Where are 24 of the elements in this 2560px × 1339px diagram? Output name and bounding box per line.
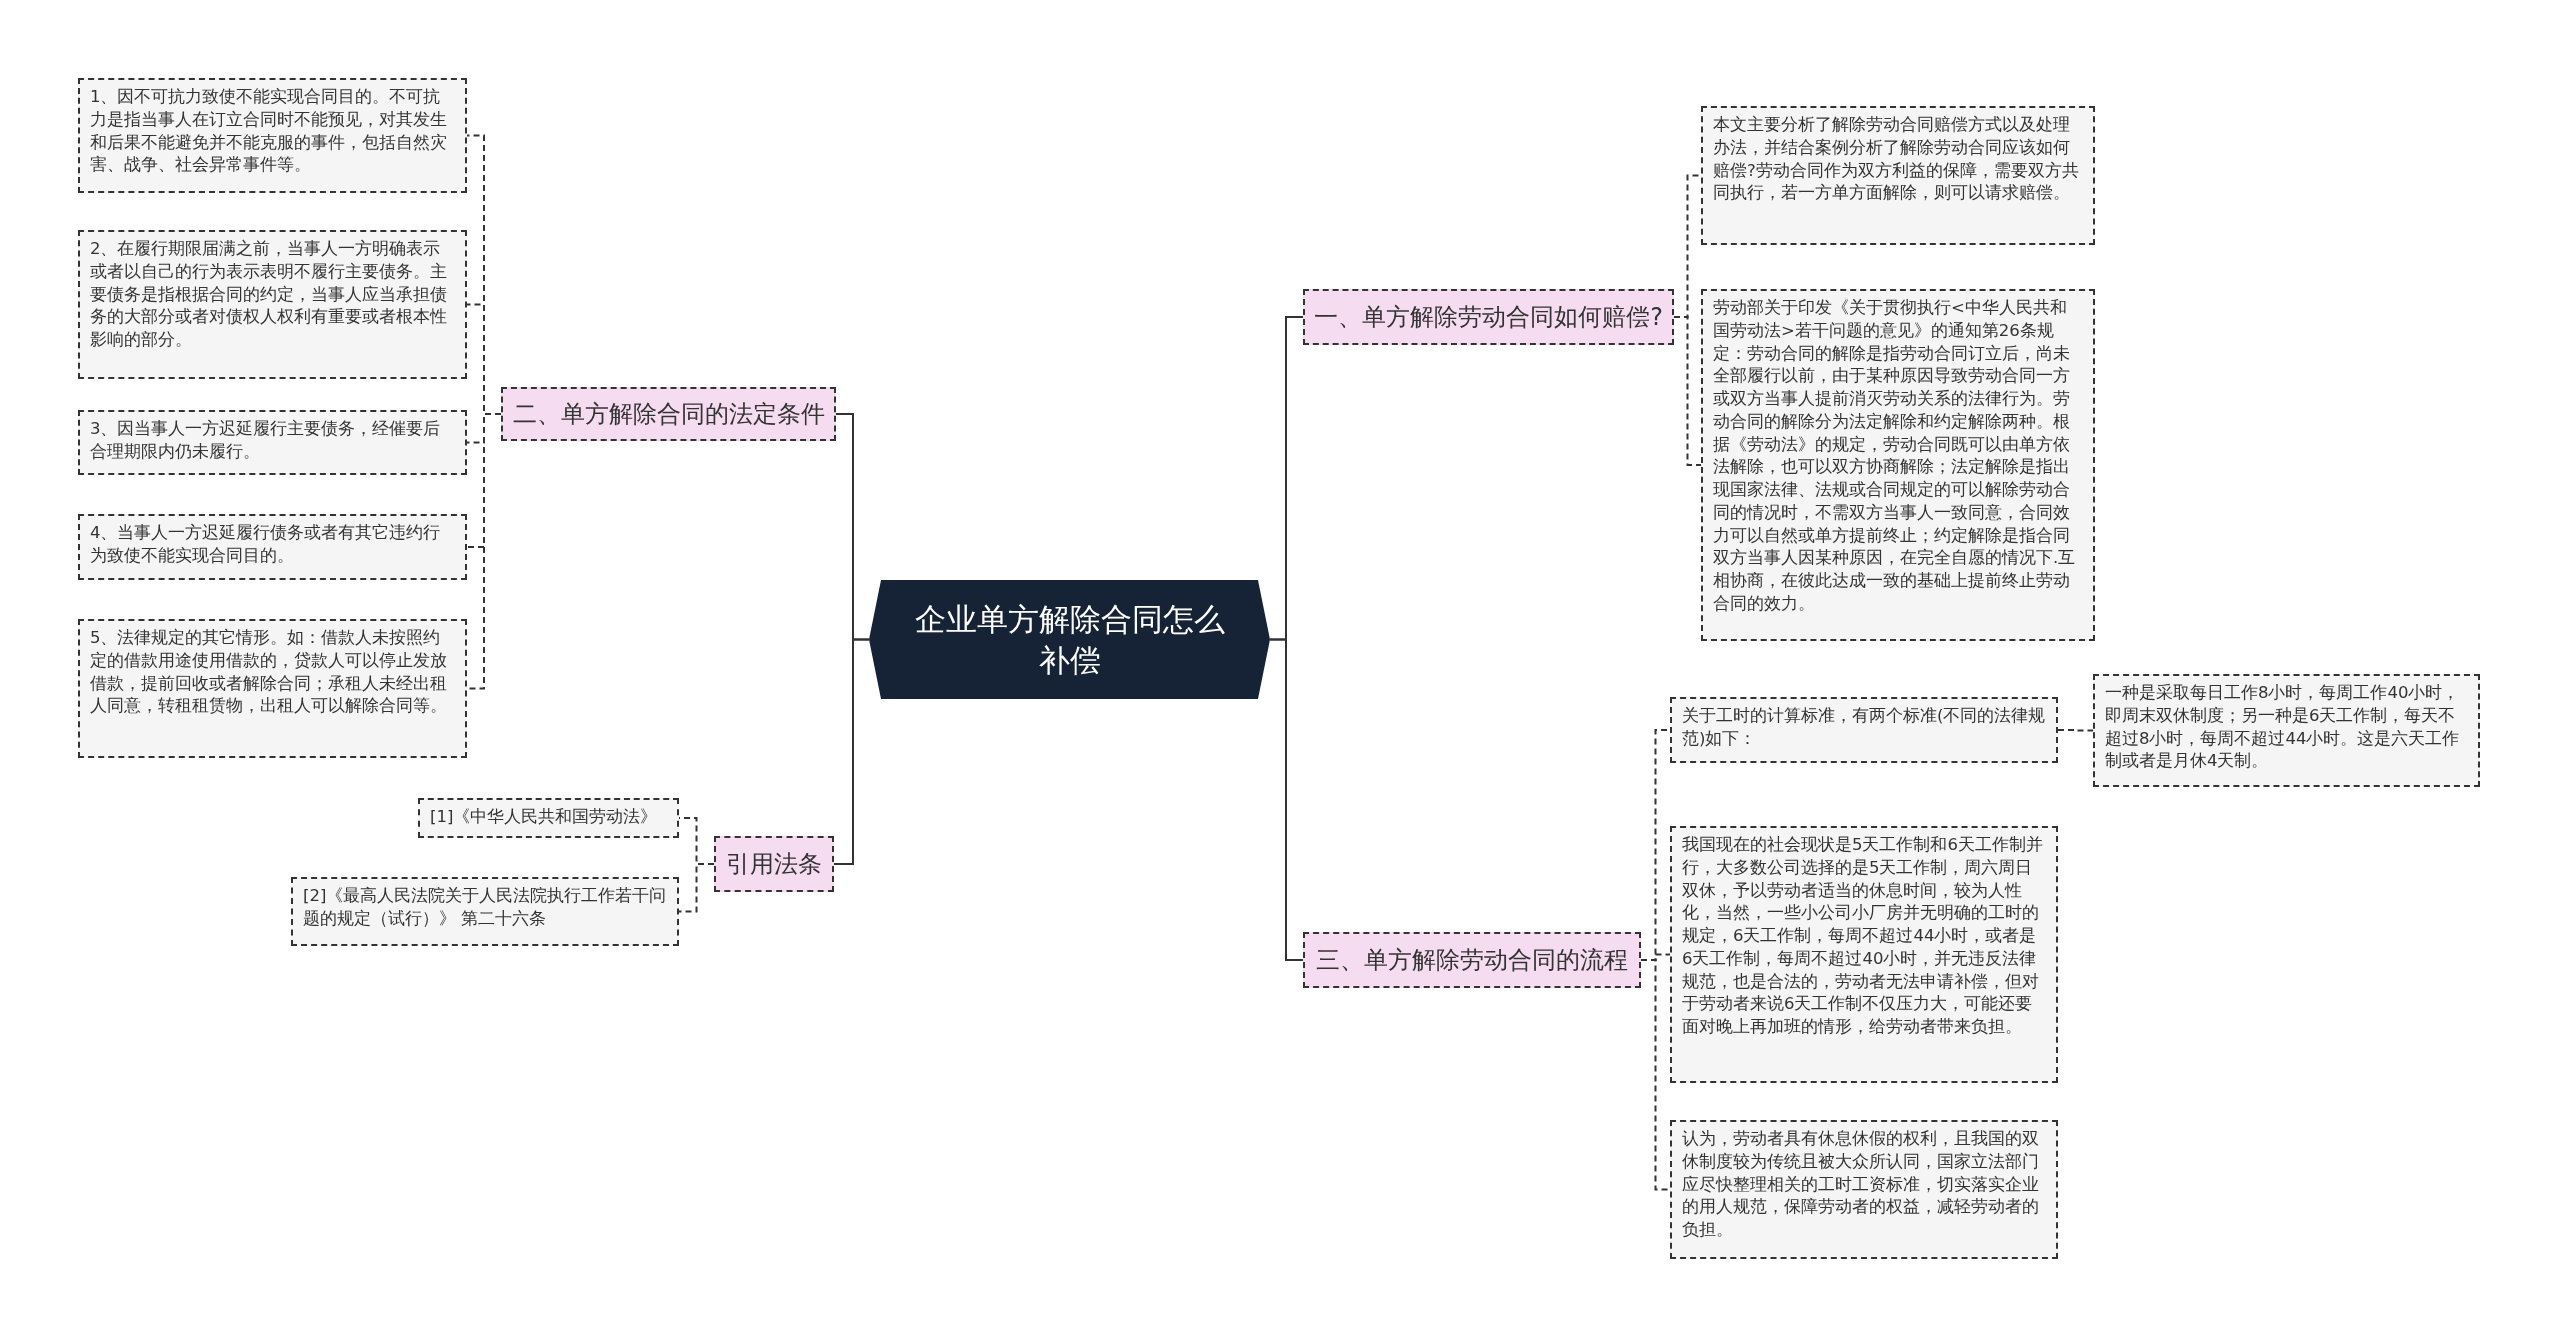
- central-topic: 企业单方解除合同怎么补偿: [869, 580, 1270, 699]
- topic-box: 引用法条: [714, 836, 834, 892]
- text-box: [2]《最高人民法院关于人民法院执行工作若干问题的规定（试行）》 第二十六条: [291, 877, 679, 946]
- connector: [1640, 959, 1671, 1191]
- topic-box: 一、单方解除劳动合同如何赔偿?: [1303, 289, 1674, 345]
- text-box: 本文主要分析了解除劳动合同赔偿方式以及处理办法，并结合案例分析了解除劳动合同应该如何赔偿?劳动合同作为双方利益的保障，需要双方共同执行，若一方单方面解除，则可以请求赔偿。: [1701, 106, 2095, 245]
- text-box: 关于工时的计算标准，有两个标准(不同的法律规范)如下：: [1670, 697, 2058, 763]
- connector: [1673, 316, 1702, 466]
- topic-box: 三、单方解除劳动合同的流程: [1303, 932, 1641, 988]
- text-box: 5、法律规定的其它情形。如：借款人未按照约定的借款用途使用借款的，贷款人可以停止发放借款，提前回收或者解除合同；承租人未经出租人同意，转租租赁物，出租人可以解除合同等。: [78, 619, 467, 758]
- connector: [833, 638, 870, 865]
- text-box: 3、因当事人一方迟延履行主要债务，经催要后合理期限内仍未履行。: [78, 410, 467, 475]
- text-box: [1]《中华人民共和国劳动法》: [418, 798, 679, 838]
- text-box: 2、在履行期限届满之前，当事人一方明确表示或者以自己的行为表示表明不履行主要债务。主要债务是指根据合同的约定，当事人应当承担债务的大部分或者对债权人权利有重要或者根本性影响的部分。: [78, 230, 467, 379]
- text-box: 我国现在的社会现状是5天工作制和6天工作制并行，大多数公司选择的是5天工作制，周六周日双休，予以劳动者适当的休息时间，较为人性化，当然，一些小公司小厂房并无明确的工时的规定，6天工作制，每周不超过44小时，或者是6天工作制，每周不超过40小时，并无违反法律规范，也是合法的，劳动者无法申请补偿，但对于劳动者来说6天工作制不仅压力大，可能还要面对晚上再加班的情形，给劳动者带来负担。: [1670, 826, 2058, 1083]
- connector: [1269, 638, 1304, 961]
- text-box: 认为，劳动者具有休息休假的权利，且我国的双休制度较为传统且被大众所认同，国家立法部门应尽快整理相关的工时工资标准，切实落实企业的用人规范，保障劳动者的权益，减轻劳动者的负担。: [1670, 1120, 2058, 1259]
- text-box: 一种是采取每日工作8小时，每周工作40小时，即周末双休制度；另一种是6天工作制，每天不超过8小时，每周不超过44小时。这是六天工作制或者是月休4天制。: [2093, 674, 2480, 787]
- topic-box: 二、单方解除合同的法定条件: [501, 387, 836, 441]
- connector: [678, 863, 715, 913]
- text-box: 1、因不可抗力致使不能实现合同目的。不可抗力是指当事人在订立合同时不能预见，对其发生和后果不能避免并不能克服的事件，包括自然灾害、战争、社会异常事件等。: [78, 78, 467, 193]
- text-box: 劳动部关于印发《关于贯彻执行<中华人民共和国劳动法>若干问题的意见》的通知第26条规定：劳动合同的解除是指劳动合同订立后，尚未全部履行以前，由于某种原因导致劳动合同一方或双方当事人提前消灭劳动关系的法律行为。劳动合同的解除分为法定解除和约定解除两种。根据《劳动法》的规定，劳动合同既可以由单方依法解除，也可以双方协商解除；法定解除是指出现国家法律、法规或合同规定的可以解除劳动合同的情况时，不需双方当事人一致同意，合同效力可以自然或单方提前终止；约定解除是指合同双方当事人因某种原因，在完全自愿的情况下.互相协商，在彼此达成一致的基础上提前终止劳动合同的效力。: [1701, 289, 2095, 641]
- connector: [2057, 729, 2094, 732]
- text-box: 4、当事人一方迟延履行债务或者有其它违约行为致使不能实现合同目的。: [78, 514, 467, 580]
